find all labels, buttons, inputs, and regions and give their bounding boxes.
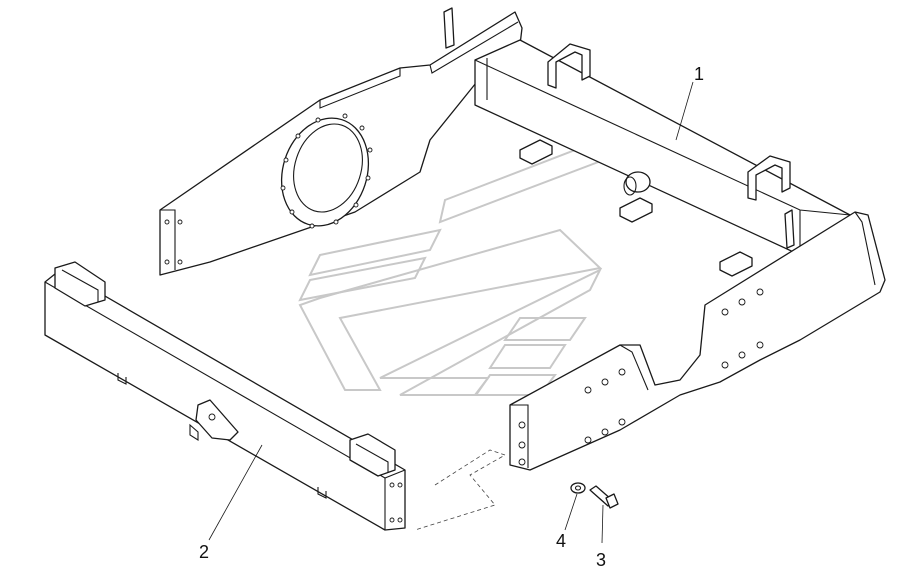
bearing-bolt-holes	[280, 113, 373, 229]
callout-3: 3	[596, 550, 606, 570]
callout-2: 2	[199, 542, 209, 562]
right-side-plate	[509, 211, 886, 471]
beam-bracket	[547, 43, 591, 89]
assembly-guide-line	[414, 449, 506, 531]
watermark-logo	[298, 123, 642, 396]
leader-line-1	[675, 81, 694, 141]
leader-line-4	[564, 493, 578, 531]
front-cross-beam-part-2	[44, 261, 406, 531]
beam-bracket	[747, 155, 791, 201]
callout-1: 1	[694, 64, 704, 84]
right-plate-holes	[518, 288, 764, 466]
washer-part-4	[570, 482, 586, 494]
callout-4: 4	[556, 531, 566, 551]
leader-line-3	[601, 504, 604, 544]
main-frame-part-1	[159, 7, 886, 471]
bolt-part-3	[589, 485, 619, 509]
leader-line-2	[208, 444, 263, 541]
tow-hitch-bracket	[195, 399, 239, 441]
